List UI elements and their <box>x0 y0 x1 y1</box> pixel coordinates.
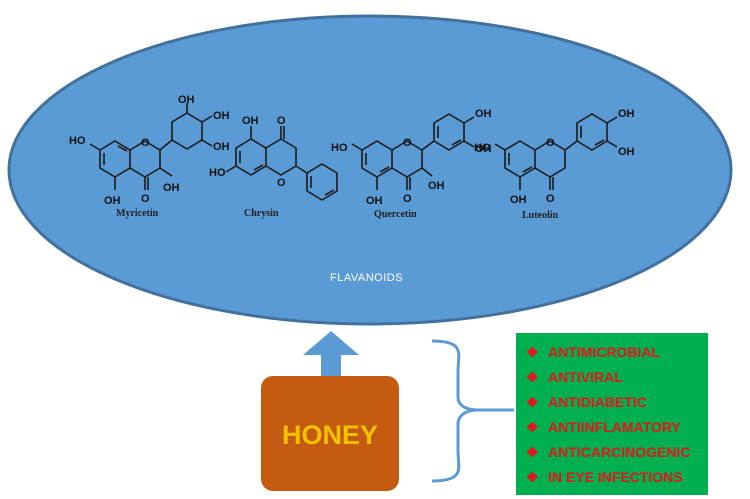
myricetin-ring-a-double-bonds <box>103 145 128 165</box>
luteolin-atom: OH <box>618 146 635 158</box>
myricetin-ring-b-oh-bonds <box>186 103 213 147</box>
quercetin-atom: HO <box>331 142 348 154</box>
brace-icon <box>431 339 479 483</box>
honey-box <box>261 376 399 491</box>
quercetin-atom: OH <box>366 195 383 207</box>
myricetin-atom: O <box>141 193 150 205</box>
bullet-icon: ❖ <box>526 419 539 435</box>
bullet-icon: ❖ <box>526 469 539 485</box>
molecule-quercetin: HO OH OH OH OH O O Quercetin <box>331 108 492 220</box>
luteolin-ring-b-bonds <box>580 116 618 148</box>
chrysin-atom: O <box>277 177 286 189</box>
chrysin-atom: HO <box>209 167 226 179</box>
bullet-icon: ❖ <box>526 394 539 410</box>
bullet-icon: ❖ <box>526 444 539 460</box>
quercetin-atom: OH <box>475 143 492 155</box>
molecule-luteolin: HO OH OH OH O O Luteolin <box>474 108 635 221</box>
property-item: IN EYE INFECTIONS <box>548 469 683 485</box>
honey-label: HONEY <box>282 420 378 450</box>
luteolin-ring-a-double-bonds <box>508 153 533 173</box>
bullet-icon: ❖ <box>526 369 539 385</box>
myricetin-atom: O <box>141 137 150 149</box>
quercetin-ring-a-double-bonds <box>365 153 390 173</box>
chrysin-atom: O <box>277 115 286 127</box>
luteolin-name: Luteolin <box>522 210 559 221</box>
luteolin-atom: OH <box>510 194 527 206</box>
myricetin-atom: HO <box>69 135 86 147</box>
myricetin-name: Myricetin <box>116 208 159 219</box>
chrysin-atom: OH <box>242 115 259 127</box>
luteolin-atom: O <box>546 193 555 205</box>
property-item: ANTIVIRAL <box>548 369 623 385</box>
property-item: ANTICARCINOGENIC <box>548 444 690 460</box>
bullet-icon: ❖ <box>526 344 539 360</box>
quercetin-name: Quercetin <box>374 209 417 220</box>
chrysin-ring-a-double-bonds <box>239 151 264 171</box>
property-item: ANTIDIABETIC <box>548 394 647 410</box>
chrysin-ring-b-double-bonds <box>310 176 335 196</box>
myricetin-atom: OH <box>163 182 180 194</box>
myricetin-substituent-bonds <box>89 139 173 190</box>
molecule-myricetin: HO OH OH OH OH OH O O Myricetin <box>69 94 230 219</box>
luteolin-atom: O <box>546 137 555 149</box>
luteolin-atom: OH <box>618 108 635 120</box>
properties-box <box>516 333 708 495</box>
myricetin-ring-c <box>129 140 161 178</box>
luteolin-ring-c <box>534 140 566 178</box>
quercetin-ring-c <box>391 140 423 178</box>
quercetin-substituent-bonds <box>351 140 435 190</box>
chrysin-substituent-bonds <box>225 126 308 174</box>
myricetin-carbonyl <box>144 177 149 190</box>
myricetin-atom: OH <box>178 94 195 106</box>
molecule-chrysin: OH O HO O Chrysin <box>209 115 338 219</box>
myricetin-atom: OH <box>213 141 230 153</box>
property-item: ANTIMICROBIAL <box>548 344 660 360</box>
quercetin-atom: OH <box>428 180 445 192</box>
up-arrow <box>303 331 359 376</box>
properties-list: ❖ ANTIMICROBIAL ❖ ANTIVIRAL ❖ ANTIDIABETIC ❖ AN… <box>526 344 690 485</box>
luteolin-substituent-bonds <box>494 140 578 190</box>
flavanoids-label: FLAVANOIDS <box>330 272 403 284</box>
chrysin-name: Chrysin <box>244 208 279 219</box>
quercetin-atom: O <box>403 193 412 205</box>
chrysin-ring-c <box>265 138 297 176</box>
luteolin-atom: HO <box>474 142 491 154</box>
flavanoids-ellipse <box>7 14 733 326</box>
property-item: ANTIINFLAMATORY <box>548 419 681 435</box>
quercetin-atom: O <box>403 137 412 149</box>
myricetin-atom: OH <box>104 195 121 207</box>
myricetin-atom: OH <box>213 110 230 122</box>
quercetin-atom: OH <box>475 108 492 120</box>
quercetin-ring-b-bonds <box>437 116 475 148</box>
chrysin-ring-b <box>306 163 338 201</box>
